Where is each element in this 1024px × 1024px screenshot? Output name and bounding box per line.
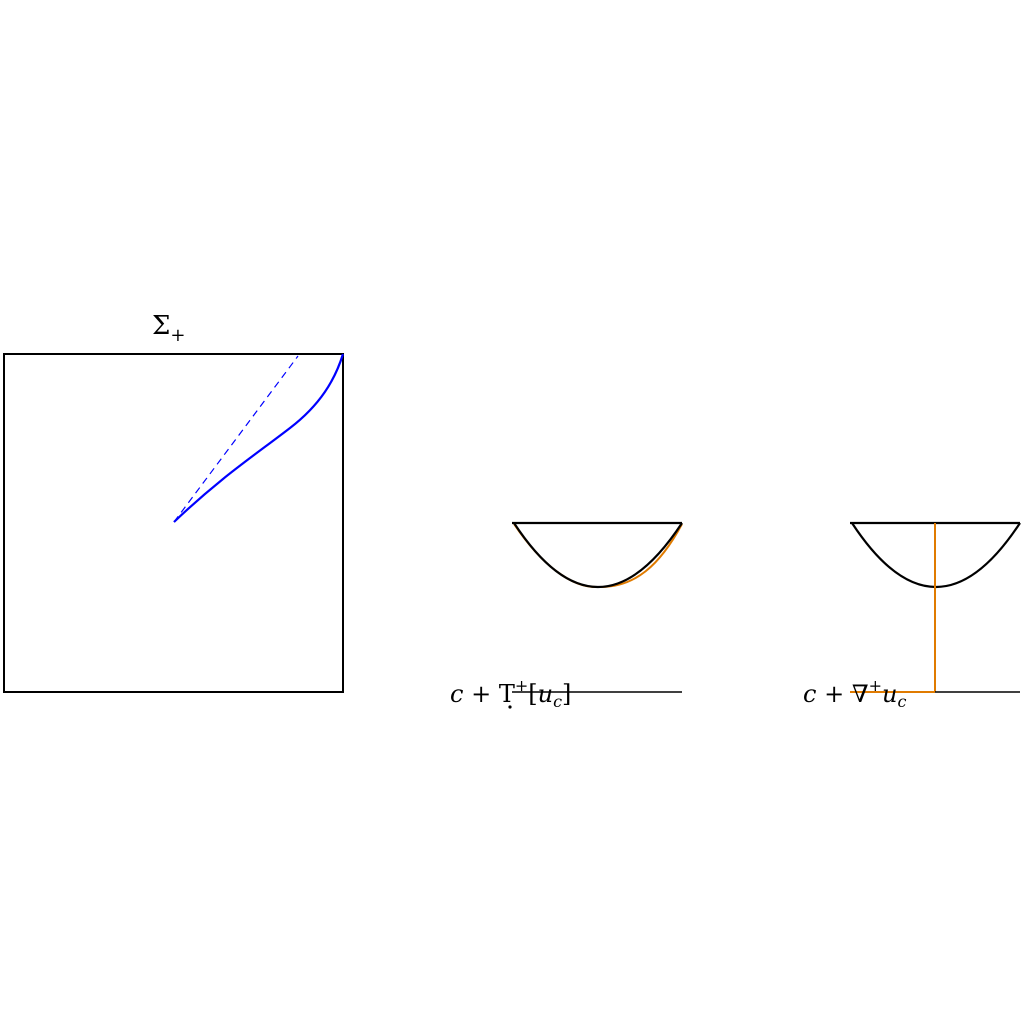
gradient-label: c + ∇+uc [803, 676, 906, 711]
domain-square [3, 353, 344, 693]
sigma-curve [173, 353, 345, 523]
bowl-arc [513, 522, 683, 589]
tangent-panel: c + T+[uc] [450, 521, 683, 711]
sigma-plus-label: Σ+ [152, 311, 185, 346]
dashed-chord [173, 355, 299, 523]
domain-panel: Σ+ [3, 311, 345, 693]
tangent-dot [508, 705, 512, 709]
gradient-panel: c + ∇+uc [803, 521, 1021, 711]
tangent-cone-label: c + T+[uc] [450, 676, 571, 711]
